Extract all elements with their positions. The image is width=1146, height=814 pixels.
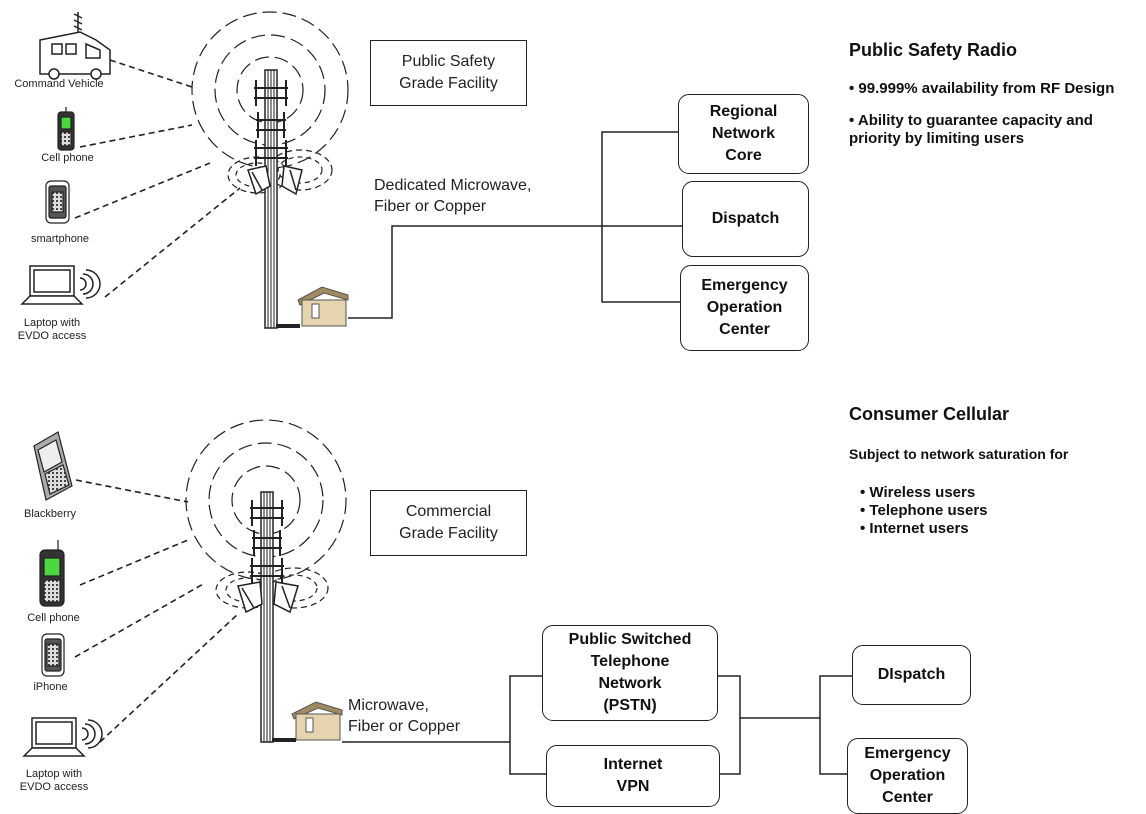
bottom-dispatch-label: DIspatch [877, 666, 946, 683]
public-safety-bullet: Ability to guarantee capacity and priori… [849, 112, 1139, 148]
consumer-cellular-bullets: Wireless users Telephone users Internet … [860, 484, 1120, 538]
regional-network-core-box: Regional Network Core [678, 94, 809, 174]
bottom-link-label: Microwave, Fiber or Copper [348, 697, 461, 735]
consumer-cellular-title: Consumer Cellular [849, 404, 1010, 424]
commercial-facility-label: Commercial Grade Facility [399, 503, 498, 542]
top-equipment-shed [276, 286, 349, 328]
pstn-box: Public Switched Telephone Network (PSTN) [542, 625, 718, 721]
top-laptop-icon [20, 265, 101, 305]
top-emergency-operation-center-box: Emergency Operation Center [680, 265, 809, 351]
command-vehicle-label: Command Vehicle [14, 78, 104, 90]
top-emergency-operation-center-label: Emergency Operation Center [701, 277, 788, 338]
public-safety-facility-box: Public Safety Grade Facility [370, 40, 527, 106]
public-safety-radio-title: Public Safety Radio [849, 40, 1018, 60]
smartphone-label: smartphone [30, 233, 90, 245]
top-dispatch-label: Dispatch [711, 210, 780, 227]
top-cell-phone-icon [57, 107, 75, 151]
public-safety-facility-label: Public Safety Grade Facility [399, 53, 498, 92]
bottom-dispatch-box: DIspatch [852, 645, 971, 705]
blackberry-label: Blackberry [24, 508, 76, 520]
command-vehicle-icon [39, 12, 111, 80]
internet-vpn-box: Internet VPN [546, 745, 720, 807]
bottom-laptop-icon [22, 717, 103, 757]
top-dispatch-box: Dispatch [682, 181, 809, 257]
public-safety-bullet: 99.999% availability from RF Design [849, 80, 1139, 98]
top-device-links [74, 59, 241, 298]
public-safety-bullets: 99.999% availability from RF Design Abil… [849, 80, 1139, 162]
blackberry-icon [33, 431, 73, 501]
top-link-label: Dedicated Microwave, Fiber or Copper [374, 177, 532, 215]
smartphone-icon [45, 180, 70, 224]
bottom-laptop-label: Laptop with EVDO access [19, 768, 89, 793]
bottom-cell-phone-label: Cell phone [27, 612, 80, 624]
internet-vpn-label: Internet VPN [603, 756, 663, 795]
top-cell-phone-label: Cell phone [41, 152, 94, 164]
consumer-cellular-bullet: Internet users [860, 520, 1120, 538]
consumer-cellular-subtitle: Subject to network saturation for [849, 446, 1069, 462]
regional-network-core-label: Regional Network Core [709, 103, 778, 164]
bottom-emergency-operation-center-box: Emergency Operation Center [847, 738, 968, 814]
pstn-label: Public Switched Telephone Network (PSTN) [568, 631, 692, 714]
top-cell-tower [247, 69, 303, 329]
top-laptop-label: Laptop with EVDO access [17, 317, 87, 342]
iphone-icon [41, 633, 65, 677]
bottom-emergency-operation-center-label: Emergency Operation Center [864, 745, 951, 806]
commercial-facility-box: Commercial Grade Facility [370, 490, 527, 556]
iphone-label: iPhone [33, 681, 68, 693]
top-backhaul-lines [348, 131, 682, 319]
bottom-cell-phone-icon [39, 540, 65, 607]
bottom-backhaul-lines [342, 675, 852, 775]
bottom-cell-tower [237, 491, 299, 743]
consumer-cellular-bullet: Wireless users [860, 484, 1120, 502]
bottom-equipment-shed [272, 701, 343, 742]
consumer-cellular-bullet: Telephone users [860, 502, 1120, 520]
bottom-device-links [74, 479, 239, 743]
